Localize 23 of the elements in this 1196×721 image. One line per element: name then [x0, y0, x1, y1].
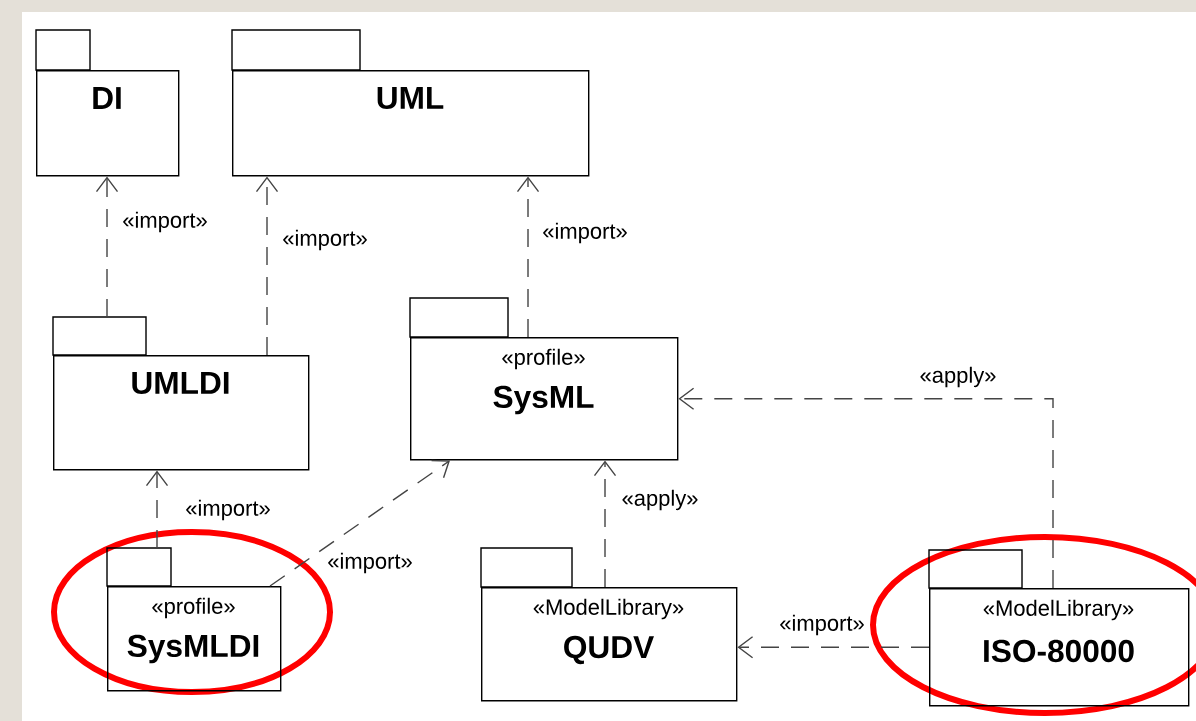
- package-box: «ModelLibrary» ISO-80000: [928, 549, 1190, 707]
- dependency-arrow: [737, 636, 930, 659]
- dependency-arrow: [516, 176, 540, 338]
- dependency-arrow: [145, 470, 169, 549]
- dependency-arrow: [593, 460, 617, 588]
- edge-label: «import»: [183, 498, 273, 522]
- dependency-arrow: [269, 459, 450, 587]
- package-box: UMLDI: [52, 316, 310, 471]
- dependency-arrow: [255, 176, 279, 356]
- edge-label: «apply»: [917, 365, 999, 389]
- package-box: «ModelLibrary» QUDV: [480, 547, 738, 702]
- dependency-arrow: [95, 176, 119, 318]
- edge-label: «import»: [777, 613, 867, 637]
- edge-label: «import»: [540, 221, 630, 245]
- edge-label: «import»: [120, 210, 210, 234]
- edge-label: «import»: [280, 228, 370, 252]
- edge-label: «import»: [325, 551, 415, 575]
- package-box: DI: [35, 29, 180, 177]
- package-box: «profile» SysML: [409, 297, 679, 461]
- dependency-arrow: [678, 387, 1054, 589]
- package-box: «profile» SysMLDI: [106, 547, 282, 692]
- edge-label: «apply»: [619, 488, 701, 512]
- package-box: UML: [231, 29, 590, 177]
